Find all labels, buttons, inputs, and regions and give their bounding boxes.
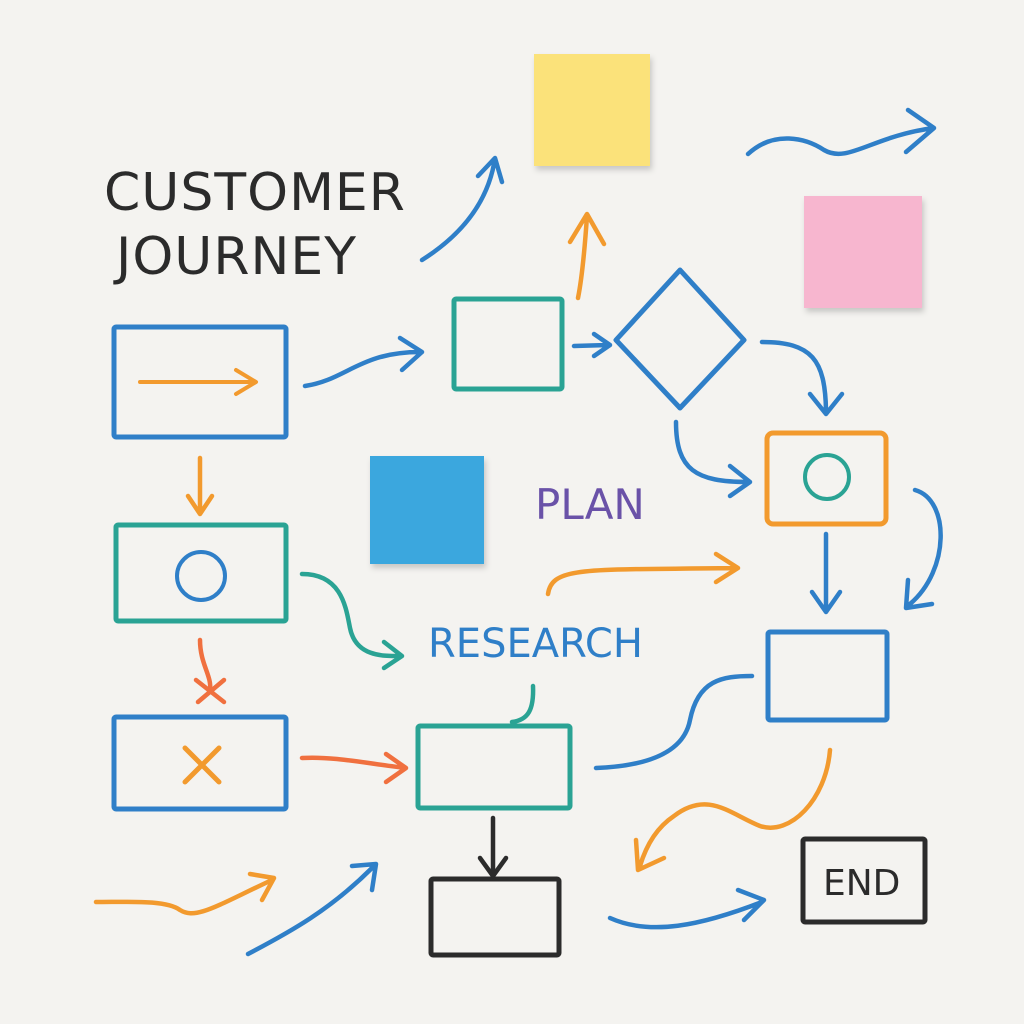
connector-arrow xyxy=(567,211,607,301)
connector-arrow xyxy=(299,571,405,671)
connector-arrow xyxy=(571,331,613,359)
sticky-note-yellow xyxy=(534,54,650,166)
x-icon xyxy=(182,745,222,785)
decision-box-orange xyxy=(764,430,889,527)
end-box xyxy=(800,836,928,925)
start-box xyxy=(111,324,289,440)
connector-line xyxy=(509,683,536,725)
sticky-note-pink xyxy=(804,196,922,308)
plan-label: PLAN xyxy=(535,480,645,529)
connector-line xyxy=(593,673,755,771)
connector-arrow xyxy=(185,455,215,517)
connector-arrow xyxy=(245,861,379,957)
connector-arrow xyxy=(419,155,505,263)
circle-box xyxy=(113,522,289,624)
circle-icon xyxy=(175,550,227,602)
title-line-2: JOURNEY xyxy=(113,227,357,287)
connector-arrow xyxy=(607,887,767,930)
connector-arrow xyxy=(673,419,753,499)
connector-arrow xyxy=(633,747,833,873)
connector-arrow xyxy=(299,751,409,785)
circle-icon xyxy=(803,453,851,501)
final-box xyxy=(428,876,562,958)
step-box-teal xyxy=(451,296,565,392)
research-label: RESEARCH xyxy=(428,621,643,667)
diamond-icon xyxy=(613,267,747,411)
connector-arrow xyxy=(93,871,277,916)
sticky-note-blue xyxy=(370,456,484,564)
arrow-icon xyxy=(138,368,258,396)
connector-arrow xyxy=(759,339,845,417)
x-box xyxy=(111,714,289,812)
step-box-blue xyxy=(765,629,890,723)
end-label: END xyxy=(823,863,900,904)
connector-arrow xyxy=(477,815,509,879)
connector-arrow xyxy=(903,487,943,611)
connector-arrow xyxy=(193,637,227,705)
title-line-1: CUSTOMER xyxy=(104,163,406,223)
research-box xyxy=(415,723,573,811)
connector-arrow xyxy=(745,107,937,157)
connector-arrow xyxy=(302,335,425,389)
connector-arrow xyxy=(545,551,741,597)
connector-arrow xyxy=(809,531,843,615)
